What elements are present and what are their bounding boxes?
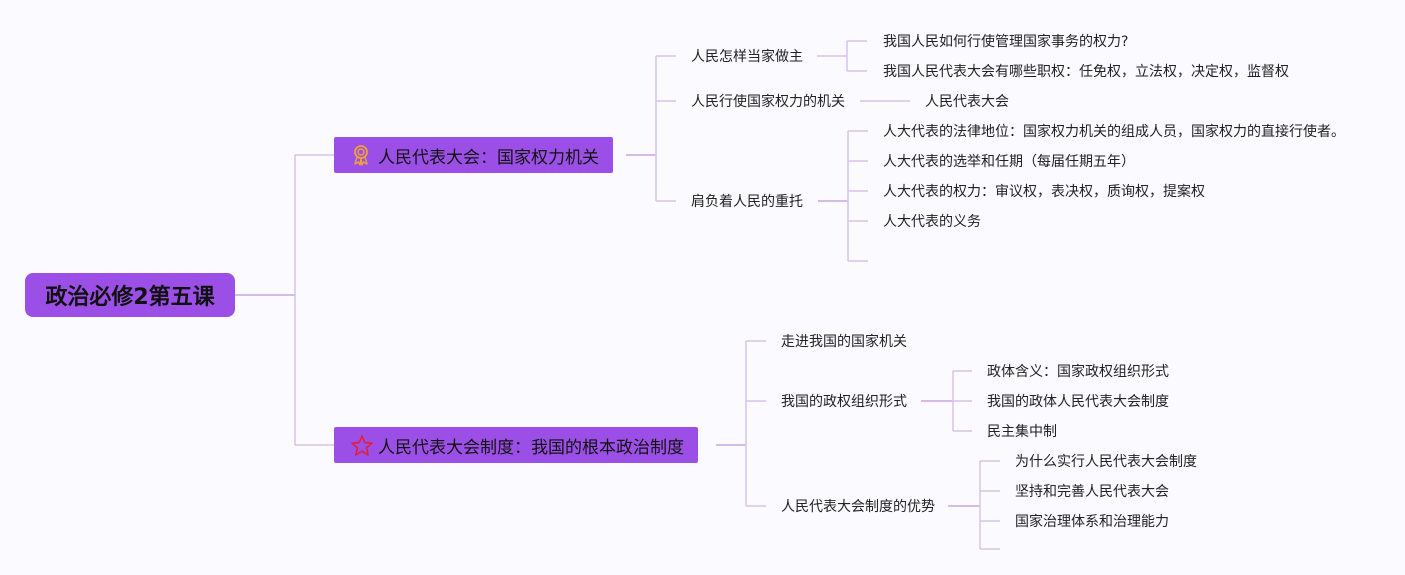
leaf-node[interactable]: 民主集中制 xyxy=(987,423,1057,441)
subtopic-label: 我国的政权组织形式 xyxy=(781,394,907,410)
leaf-label: 民主集中制 xyxy=(987,424,1057,440)
branch-congress-system-label: 人民代表大会制度：我国的根本政治制度 xyxy=(378,437,684,458)
star-icon xyxy=(350,434,373,456)
subtopic-label: 走进我国的国家机关 xyxy=(781,334,907,350)
leaf-node[interactable]: 坚持和完善人民代表大会 xyxy=(1015,483,1169,501)
subtopic-system-advantages[interactable]: 人民代表大会制度的优势 xyxy=(781,498,935,516)
leaf-node[interactable]: 人大代表的义务 xyxy=(883,213,981,231)
leaf-label: 政体含义：国家政权组织形式 xyxy=(987,364,1169,380)
leaf-label: 坚持和完善人民代表大会 xyxy=(1015,484,1169,500)
subtopic-label: 人民代表大会制度的优势 xyxy=(781,499,935,515)
leaf-label: 人大代表的法律地位：国家权力机关的组成人员，国家权力的直接行使者。 xyxy=(883,124,1345,140)
branch-people-congress-label: 人民代表大会：国家权力机关 xyxy=(378,147,599,168)
leaf-label: 我国的政体人民代表大会制度 xyxy=(987,394,1169,410)
leaf-label: 人大代表的义务 xyxy=(883,214,981,230)
leaf-node[interactable]: 人民代表大会 xyxy=(925,93,1009,111)
leaf-label: 我国人民代表大会有哪些职权：任免权，立法权，决定权，监督权 xyxy=(883,64,1289,80)
leaf-label: 我国人民如何行使管理国家事务的权力? xyxy=(883,34,1129,50)
leaf-node[interactable]: 我国人民代表大会有哪些职权：任免权，立法权，决定权，监督权 xyxy=(883,63,1289,81)
subtopic-label: 肩负着人民的重托 xyxy=(691,194,803,210)
root-topic[interactable]: 政治必修2第五课 xyxy=(25,273,235,317)
leaf-node[interactable]: 人大代表的法律地位：国家权力机关的组成人员，国家权力的直接行使者。 xyxy=(883,123,1345,141)
leaf-node[interactable]: 我国的政体人民代表大会制度 xyxy=(987,393,1169,411)
leaf-label: 国家治理体系和治理能力 xyxy=(1015,514,1169,530)
subtopic-how-people-rule[interactable]: 人民怎样当家做主 xyxy=(691,48,803,66)
root-topic-label: 政治必修2第五课 xyxy=(45,285,215,310)
award-ribbon-icon xyxy=(350,144,372,166)
leaf-node[interactable]: 为什么实行人民代表大会制度 xyxy=(1015,453,1197,471)
leaf-label: 人大代表的权力：审议权，表决权，质询权，提案权 xyxy=(883,184,1205,200)
leaf-label: 人大代表的选举和任期（每届任期五年） xyxy=(883,154,1135,170)
subtopic-label: 人民怎样当家做主 xyxy=(691,49,803,65)
branch-congress-system[interactable]: 人民代表大会制度：我国的根本政治制度 xyxy=(334,427,698,463)
subtopic-peoples-trust[interactable]: 肩负着人民的重托 xyxy=(691,193,803,211)
subtopic-organ-of-power[interactable]: 人民行使国家权力的机关 xyxy=(691,93,845,111)
leaf-label: 人民代表大会 xyxy=(925,94,1009,110)
leaf-node[interactable]: 国家治理体系和治理能力 xyxy=(1015,513,1169,531)
leaf-node[interactable]: 人大代表的选举和任期（每届任期五年） xyxy=(883,153,1135,171)
subtopic-label: 人民行使国家权力的机关 xyxy=(691,94,845,110)
leaf-node[interactable]: 人大代表的权力：审议权，表决权，质询权，提案权 xyxy=(883,183,1205,201)
leaf-label: 为什么实行人民代表大会制度 xyxy=(1015,454,1197,470)
branch-people-congress[interactable]: 人民代表大会：国家权力机关 xyxy=(334,137,613,173)
subtopic-state-organs[interactable]: 走进我国的国家机关 xyxy=(781,333,907,351)
leaf-node[interactable]: 我国人民如何行使管理国家事务的权力? xyxy=(883,33,1128,51)
leaf-node[interactable]: 政体含义：国家政权组织形式 xyxy=(987,363,1169,381)
subtopic-regime-form[interactable]: 我国的政权组织形式 xyxy=(781,393,907,411)
